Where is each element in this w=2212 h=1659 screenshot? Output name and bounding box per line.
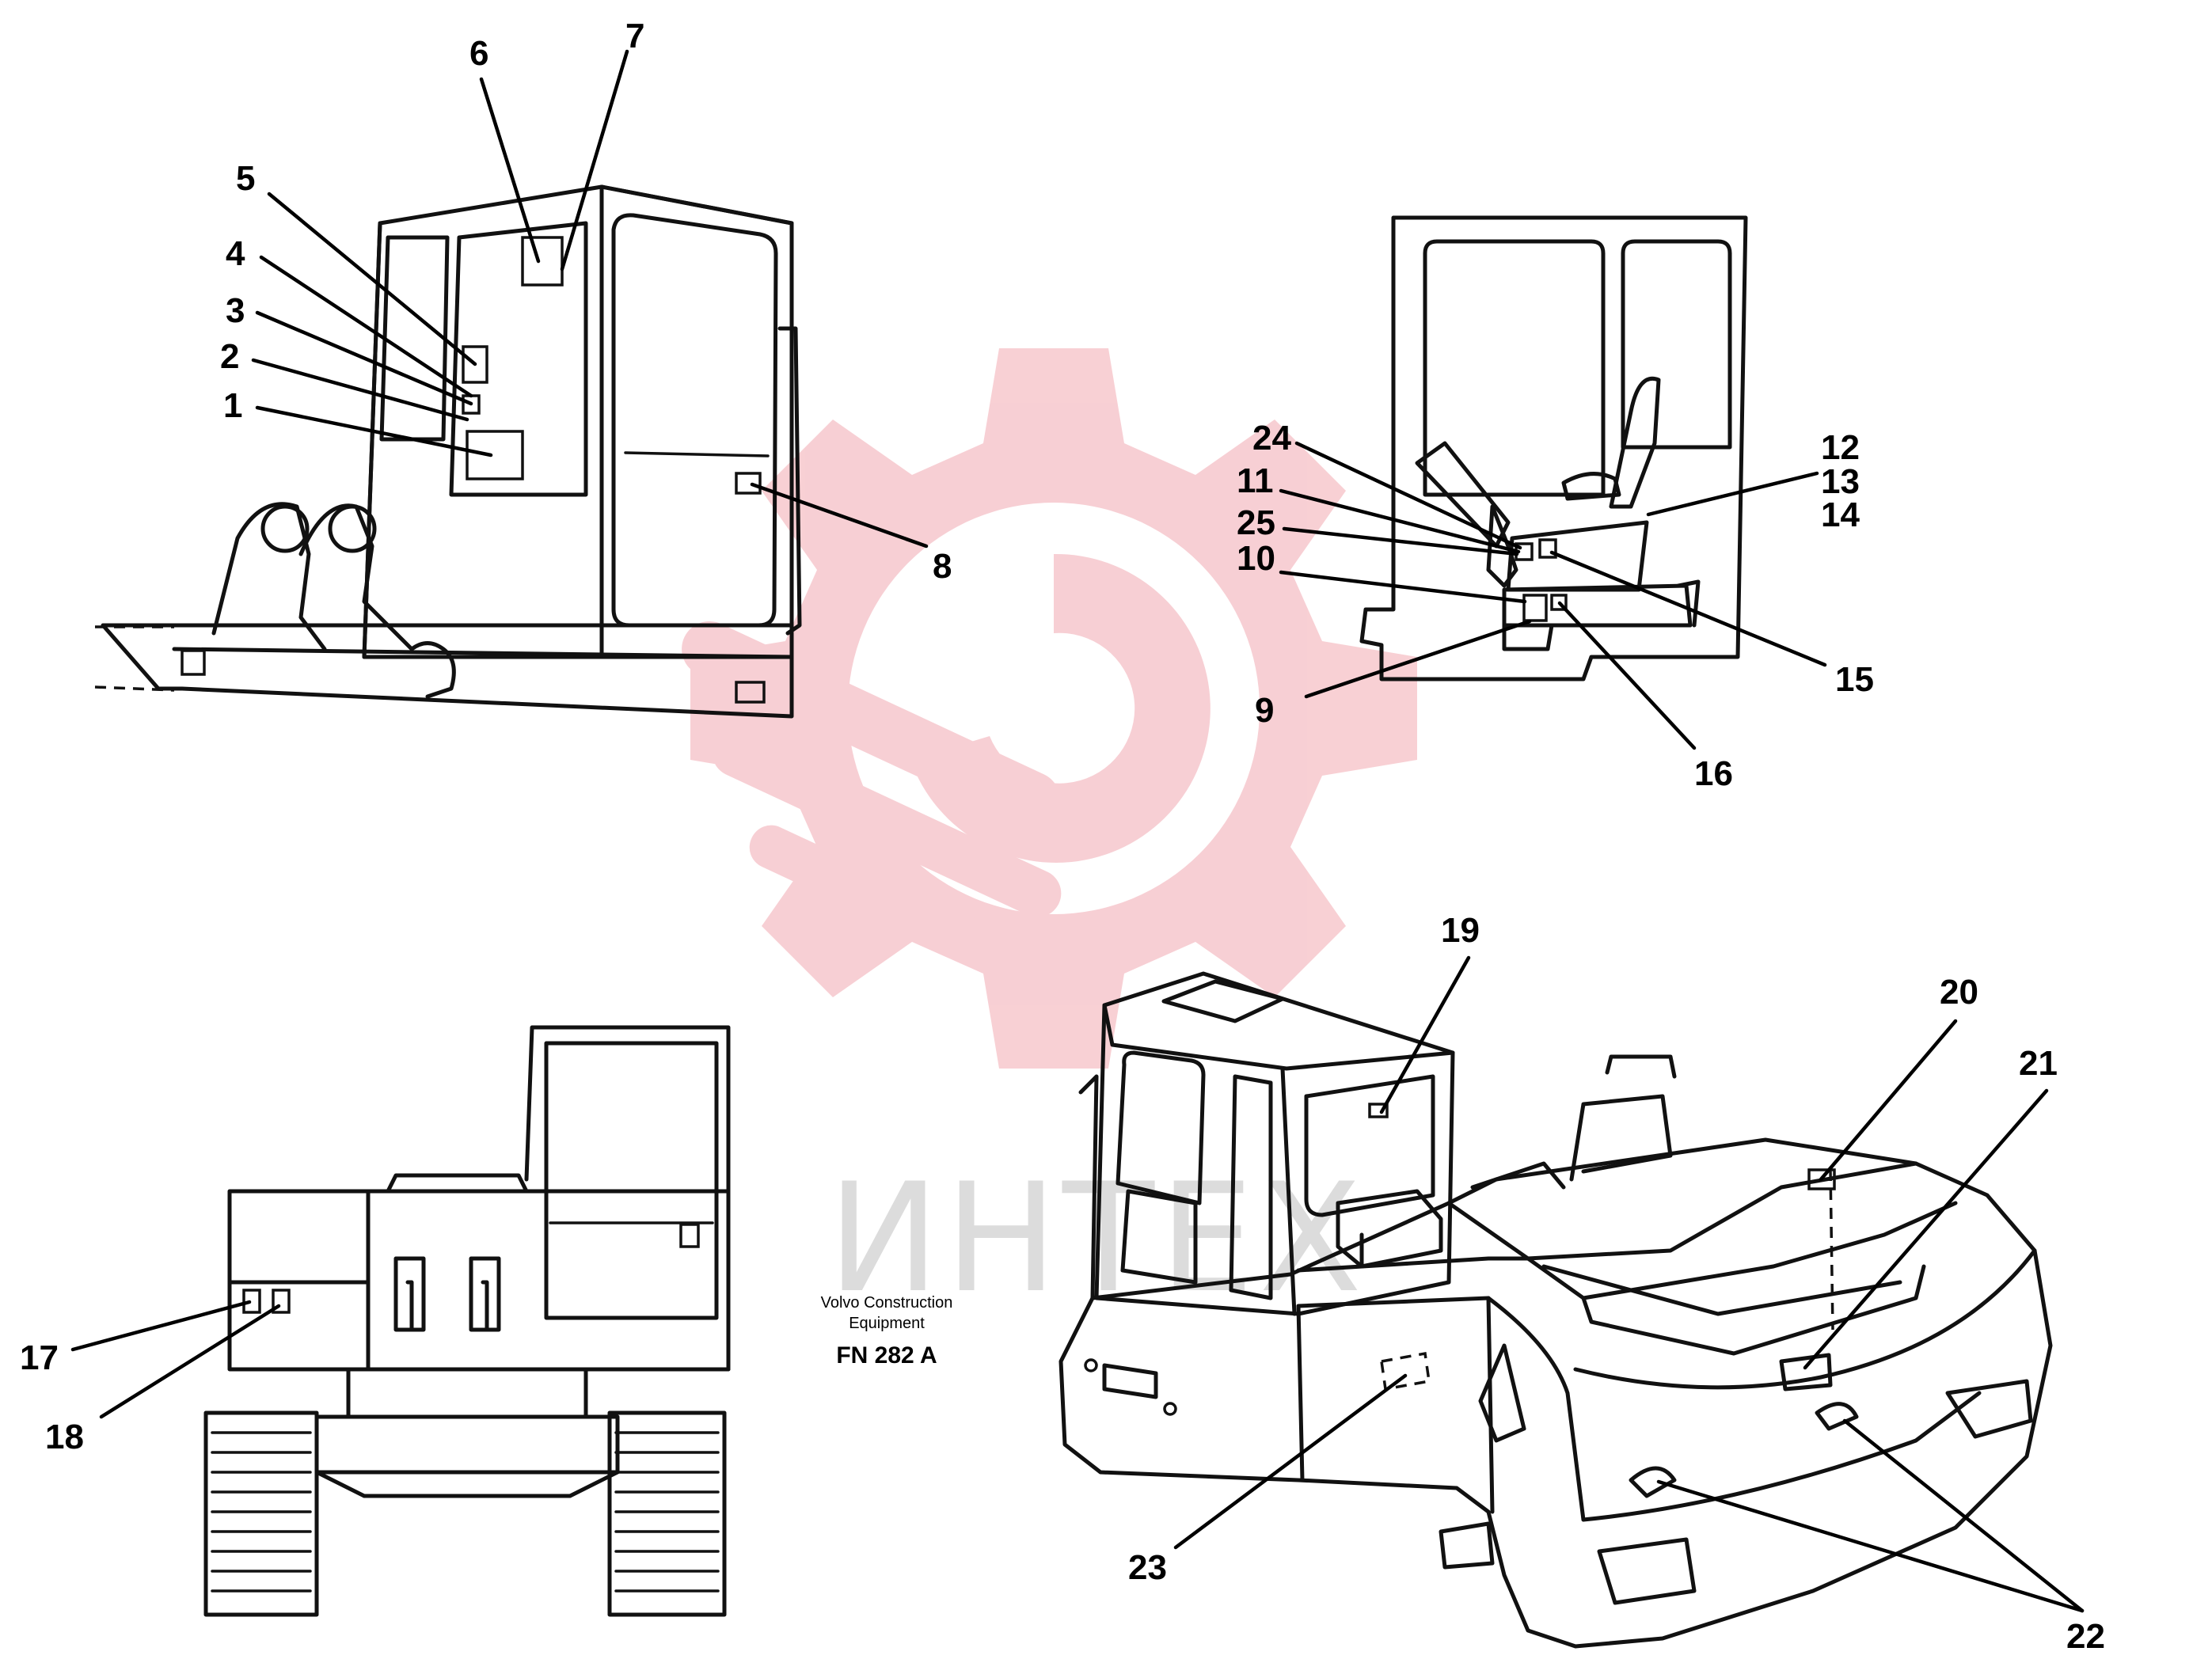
callout-6: 6 (469, 34, 488, 73)
callout-4: 4 (226, 234, 245, 273)
callout-12: 12 (1821, 428, 1860, 467)
callout-19: 19 (1441, 911, 1480, 950)
callout-2: 2 (220, 337, 239, 376)
callout-17: 17 (20, 1338, 59, 1377)
callout-16: 16 (1694, 754, 1733, 793)
caption-line2: Equipment (849, 1315, 925, 1332)
callout-23: 23 (1128, 1548, 1167, 1587)
caption-line1: Volvo Construction (821, 1294, 953, 1312)
leaders-view4 (1173, 955, 2085, 1613)
leaders-view1 (251, 49, 929, 549)
callout-22: 22 (2066, 1617, 2105, 1656)
callout-15: 15 (1835, 660, 1874, 699)
callout-13: 13 (1821, 462, 1860, 501)
leaders-view2 (1279, 441, 1827, 750)
callout-7: 7 (625, 17, 644, 55)
callout-1: 1 (223, 386, 242, 425)
leaders-view3 (70, 1300, 281, 1419)
caption-code: FN 282 A (836, 1342, 937, 1369)
callout-10: 10 (1237, 539, 1275, 578)
callout-21: 21 (2019, 1044, 2058, 1083)
isometric-view (1058, 971, 2053, 1649)
callout-24: 24 (1252, 419, 1291, 457)
callout-20: 20 (1940, 973, 1978, 1012)
callout-8: 8 (933, 547, 952, 586)
watermark-gear-logo (682, 348, 1417, 1069)
callout-25: 25 (1237, 503, 1275, 542)
callout-9: 9 (1255, 691, 1274, 730)
callout-5: 5 (236, 159, 255, 198)
rear-view (203, 1025, 731, 1617)
callout-3: 3 (226, 291, 245, 330)
cab-side-view (94, 184, 802, 719)
callout-11: 11 (1237, 461, 1274, 500)
callout-14: 14 (1821, 495, 1860, 534)
callout-18: 18 (45, 1418, 84, 1456)
